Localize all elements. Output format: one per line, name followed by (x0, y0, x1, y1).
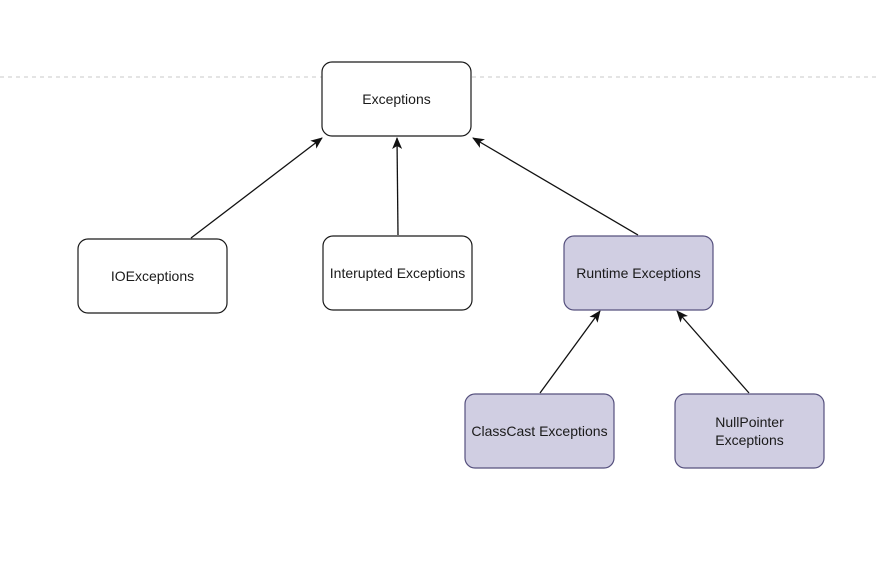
node-exceptions-box (321, 61, 472, 137)
node-exceptions-label: Exceptions (362, 91, 430, 107)
node-ioexceptions-label: IOExceptions (111, 268, 194, 284)
node-nullpointer-exceptions-box (674, 393, 825, 469)
node-ioexceptions: IOExceptions (77, 238, 228, 314)
node-nullpointer-exceptions: NullPointer Exceptions (674, 393, 825, 469)
node-exceptions: Exceptions (321, 61, 472, 137)
node-interrupted-exceptions: Interupted Exceptions (322, 235, 473, 311)
edge-nullpointer-to-runtime (676, 310, 750, 394)
node-interrupted-exceptions-box (322, 235, 473, 311)
edge-classcast-to-runtime (539, 310, 601, 394)
node-runtime-exceptions-label: Runtime Exceptions (576, 265, 701, 281)
edge-interrupted-to-exceptions (392, 137, 403, 236)
node-interrupted-exceptions-label: Interupted Exceptions (330, 265, 465, 281)
node-classcast-exceptions: ClassCast Exceptions (464, 393, 615, 469)
node-nullpointer-exceptions-label-line1: NullPointer (715, 414, 784, 430)
node-classcast-exceptions-label: ClassCast Exceptions (471, 423, 607, 439)
edge-runtime-to-exceptions (472, 137, 639, 236)
node-runtime-exceptions-box (563, 235, 714, 311)
node-classcast-exceptions-box (464, 393, 615, 469)
node-ioexceptions-box (77, 238, 228, 314)
edge-io-to-exceptions (190, 137, 323, 239)
node-nullpointer-exceptions-label-line2: Exceptions (715, 432, 783, 448)
node-runtime-exceptions: Runtime Exceptions (563, 235, 714, 311)
